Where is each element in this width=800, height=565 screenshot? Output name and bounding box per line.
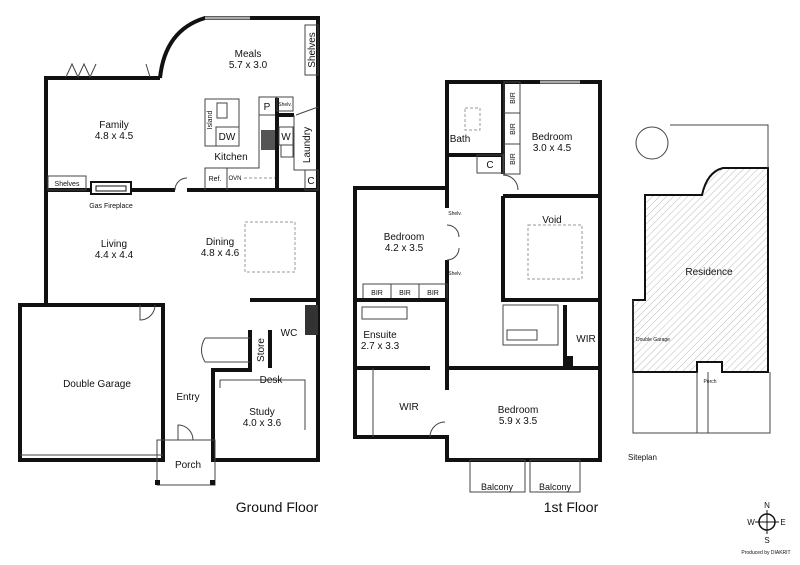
bedroom-ne-label: Bedroom — [532, 132, 573, 143]
dw-label: DW — [219, 132, 236, 143]
ground-floor-plan — [18, 16, 320, 486]
bedroom-w-label: Bedroom — [384, 232, 425, 243]
shelves-top-label: Shelves — [307, 32, 318, 68]
compass-w: W — [747, 518, 755, 527]
bir-label: BIR — [510, 123, 517, 135]
bedroom-w-size: 4.2 x 3.5 — [385, 243, 424, 254]
shelves-left-label: Shelves — [55, 181, 80, 188]
master-bedroom-label: Bedroom — [498, 405, 539, 416]
meals-size: 5.7 x 3.0 — [229, 60, 268, 71]
laundry-label: Laundry — [302, 127, 313, 163]
void-label: Void — [542, 215, 561, 226]
compass-s: S — [764, 536, 769, 545]
wir-right-label: WIR — [576, 334, 595, 345]
balcony-right-label: Balcony — [539, 482, 572, 492]
bir-label: BIR — [371, 290, 383, 297]
living-label: Living — [101, 239, 127, 250]
dining-label: Dining — [206, 237, 234, 248]
island-label: Island — [207, 111, 214, 130]
bedroom-ne-size: 3.0 x 4.5 — [533, 143, 572, 154]
residence-label: Residence — [685, 267, 733, 278]
wir-left-label: WIR — [399, 402, 418, 413]
oven-label: OVN — [228, 176, 241, 182]
ref-label: Ref. — [209, 176, 222, 183]
pantry-label: P — [264, 102, 271, 113]
double-garage-label: Double Garage — [63, 379, 131, 390]
study-label: Study — [249, 407, 275, 418]
porch-label: Porch — [175, 460, 201, 471]
credit-label: Produced by DIAKRIT — [741, 550, 790, 556]
desk-label: Desk — [260, 375, 284, 386]
entry-label: Entry — [176, 392, 199, 403]
shelves-label: Shelv. — [448, 271, 462, 277]
siteplan-title: Siteplan — [628, 453, 657, 462]
meals-label: Meals — [235, 49, 262, 60]
first-floor-title: 1st Floor — [544, 499, 599, 515]
kitchen-label: Kitchen — [214, 152, 247, 163]
ensuite-size: 2.7 x 3.3 — [361, 341, 400, 352]
bir-label: BIR — [399, 290, 411, 297]
wc-label: WC — [281, 328, 298, 339]
first-floor-plan — [353, 80, 602, 493]
washer-label: W — [281, 132, 291, 143]
master-bedroom-size: 5.9 x 3.5 — [499, 416, 538, 427]
bir-label: BIR — [427, 290, 439, 297]
siteplan-porch-label: Porch — [703, 379, 716, 385]
bath-label: Bath — [450, 134, 471, 145]
gas-fireplace-label: Gas Fireplace — [89, 203, 133, 210]
siteplan — [632, 124, 771, 434]
family-size: 4.8 x 4.5 — [95, 131, 134, 142]
bir-label: BIR — [510, 153, 517, 165]
ensuite-label: Ensuite — [363, 330, 397, 341]
shelves-label: Shelv. — [448, 211, 462, 217]
compass-icon — [755, 510, 779, 534]
store-label: Store — [256, 338, 267, 362]
study-size: 4.0 x 3.6 — [243, 418, 282, 429]
bir-label: BIR — [510, 92, 517, 104]
family-label: Family — [99, 120, 128, 131]
siteplan-garage-label: Double Garage — [636, 337, 670, 343]
compass-e: E — [780, 518, 785, 527]
ground-floor-title: Ground Floor — [236, 499, 319, 515]
shelves-small-label: Shelv. — [278, 102, 292, 108]
cupboard-label: C — [486, 160, 493, 171]
balcony-left-label: Balcony — [481, 482, 514, 492]
laundry-cupboard-label: C — [307, 176, 314, 187]
compass-n: N — [764, 501, 770, 510]
living-size: 4.4 x 4.4 — [95, 250, 134, 261]
dining-size: 4.8 x 4.6 — [201, 248, 240, 259]
